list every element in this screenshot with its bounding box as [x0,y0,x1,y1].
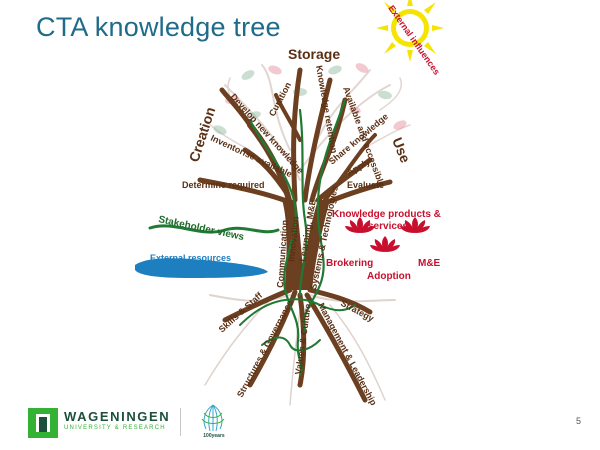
stakeholder-wave [148,224,280,234]
me-label: M&E [418,258,441,269]
wageningen-logo: WAGENINGEN UNIVERSITY & RESEARCH [28,408,198,438]
flower-icon [345,217,375,233]
communication-label: Communication [275,220,290,289]
leaf-cluster [213,63,407,135]
services-label: services [368,221,408,232]
innovation-label: Innovation [286,216,301,262]
green-flow-line [239,98,356,377]
adoption-label: Adoption [367,271,411,282]
knowledge-products-label: Knowledge products & [332,209,441,220]
tree-branches [197,67,393,208]
anniversary-badge-icon [201,404,225,432]
sun-icon [376,0,444,62]
tree-trunk [282,200,330,290]
slide-title: CTA knowledge tree [36,12,281,42]
logo-name: WAGENINGEN [64,409,171,424]
flower-group [345,217,430,252]
flower-icon [370,236,400,252]
footer-divider [180,408,181,436]
anniversary-label: 100years [203,433,225,439]
evaluate-label: Evaluate [347,180,384,190]
page-number: 5 [576,416,582,426]
stakeholder-views-label: Stakeholder views [157,214,245,243]
wur-logo-mark-icon [28,408,58,438]
flower-icon [400,217,430,233]
apply-label: Apply [345,157,372,178]
external-resources-pool [135,258,268,278]
storage-heading: Storage [288,46,340,62]
logo-subtitle: UNIVERSITY & RESEARCH [64,425,166,431]
use-heading: Use [389,135,414,165]
brokering-label: Brokering [326,258,373,269]
external-resources-label: External resources [150,253,231,263]
determine-required-label: Determine required [182,180,265,190]
